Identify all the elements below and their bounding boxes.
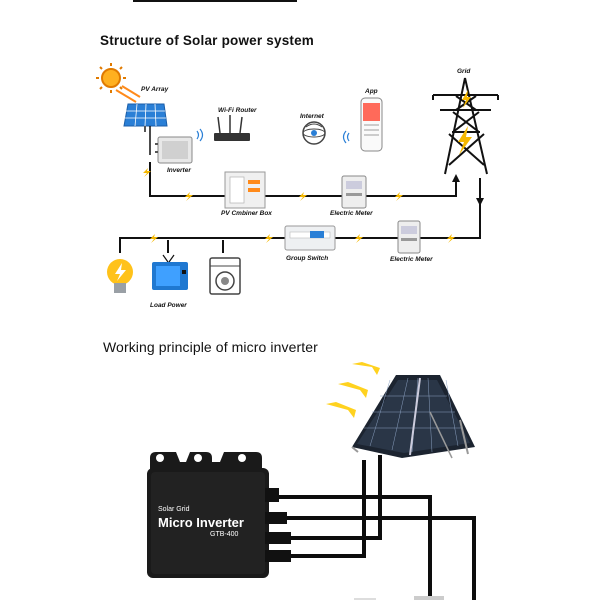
electric-meter-icon-2 (397, 220, 421, 254)
electric-meter-icon-1 (341, 175, 367, 209)
label-electric-meter-2: Electric Meter (390, 256, 433, 263)
television-icon (152, 254, 188, 290)
bottom-cropped-item-1 (354, 598, 376, 600)
label-internet: Internet (300, 113, 324, 120)
label-pv-array: PV Array (141, 86, 169, 93)
inverter-icon (149, 126, 193, 164)
grid-tower-icon (432, 77, 499, 175)
section-title-structure: Structure of Solar power system (100, 33, 315, 48)
label-grid: Grid (457, 68, 471, 75)
sunlight-arrows-icon (326, 362, 380, 418)
top-rule (133, 0, 297, 2)
pv-combiner-box-icon (224, 171, 266, 209)
solar-panels-icon (351, 375, 475, 459)
washing-machine-icon (209, 257, 241, 295)
label-app: App (365, 88, 378, 95)
label-load-power: Load Power (150, 302, 187, 309)
wifi-router-icon (214, 115, 250, 141)
micro-inverter-icon (147, 452, 291, 578)
wifi-signal-icon (196, 128, 204, 142)
group-switch-icon (284, 225, 336, 251)
lightning-bolt-markers (143, 168, 455, 243)
wifi-signal-icon-2 (342, 130, 350, 144)
pv-array-icon (123, 103, 168, 132)
light-bulb-icon (107, 259, 133, 293)
inverter-text-solar-grid: Solar Grid (158, 506, 190, 513)
internet-globe-icon (302, 121, 326, 145)
inverter-text-micro-inverter: Micro Inverter (158, 515, 244, 530)
inverter-cables (278, 455, 476, 600)
label-electric-meter-1: Electric Meter (330, 210, 373, 217)
bottom-cropped-item-2 (414, 596, 444, 600)
label-pv-combiner-box: PV Cmbiner Box (221, 210, 272, 217)
section-title-working-principle: Working principle of micro inverter (103, 339, 318, 355)
label-group-switch: Group Switch (286, 255, 329, 262)
label-wifi-router: Wi-Fi Router (218, 107, 257, 114)
inverter-text-model: GTB-400 (210, 531, 239, 538)
arrowheads (452, 174, 484, 206)
phone-app-icon (360, 97, 383, 152)
grid-lightning-icon (458, 90, 472, 155)
label-inverter: Inverter (167, 167, 191, 174)
sun-icon (96, 63, 141, 103)
